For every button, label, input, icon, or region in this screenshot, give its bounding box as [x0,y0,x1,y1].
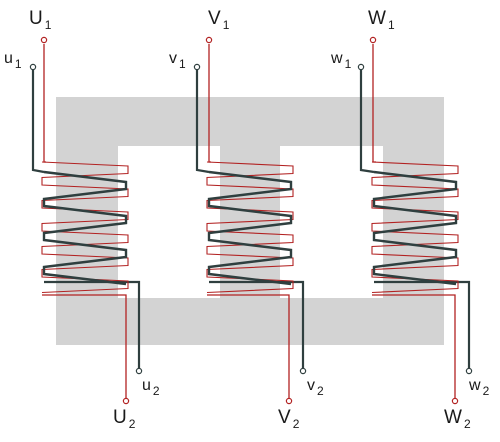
secondary-end-terminal-v [299,367,307,375]
primary-coil-u [41,161,129,294]
secondary-lead-top-v [195,67,210,174]
primary-coil-w [371,161,459,294]
terminals-layer [29,36,473,405]
primary-end-terminal-w [451,397,459,405]
primary-lead-bottom-w [372,294,456,398]
primary-lead-top-u [43,44,46,163]
primary-end-terminal-u [122,397,130,405]
secondary-start-terminal-w [357,63,365,71]
secondary-lead-top-u [31,67,45,174]
primary-end-terminal-v [285,397,293,405]
coils-layer [41,161,459,294]
primary-start-terminal-w [369,36,377,44]
secondary-coil-w [372,170,458,286]
secondary-lead-top-w [359,67,375,174]
primary-start-terminal-u [40,36,48,44]
primary-lead-bottom-v [207,294,290,398]
secondary-end-terminal-u [135,367,143,375]
primary-lead-bottom-u [42,294,127,398]
secondary-start-terminal-v [193,63,201,71]
secondary-coil-v [207,170,293,286]
secondary-lead-bottom-u [44,280,141,369]
secondary-start-terminal-u [29,63,37,71]
secondary-end-terminal-w [465,367,473,375]
secondary-lead-bottom-w [374,280,471,369]
secondary-lead-bottom-v [209,280,305,369]
secondary-coil-u [42,170,128,286]
primary-coil-v [206,161,294,294]
primary-start-terminal-v [205,36,213,44]
